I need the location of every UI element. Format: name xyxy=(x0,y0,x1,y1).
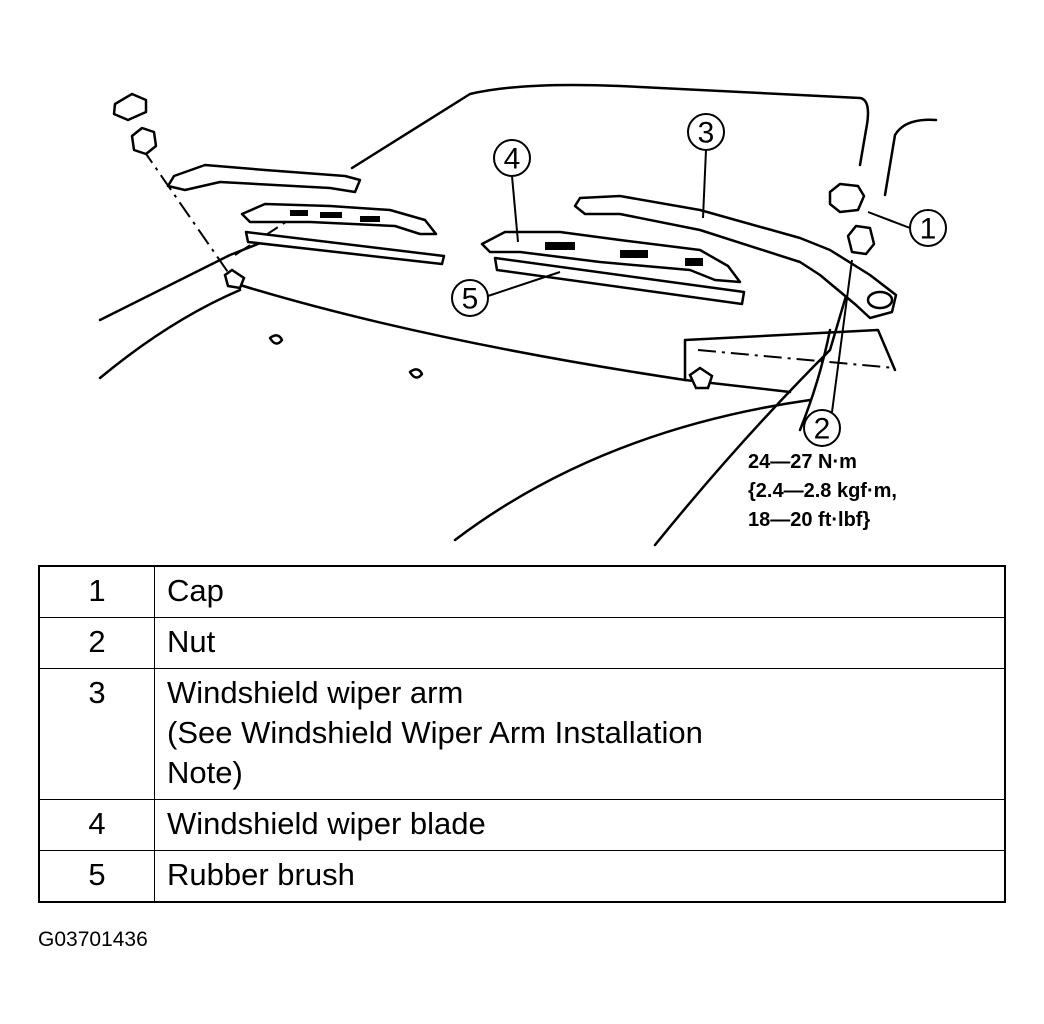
torque-line-1: 24—27 N·m xyxy=(748,451,857,473)
center-rubber-brush xyxy=(493,256,746,306)
table-row: 3 Windshield wiper arm (See Windshield Wip… xyxy=(38,668,1006,800)
left-wiper-arm xyxy=(166,163,362,194)
callout-3: 3 xyxy=(698,117,715,150)
torque-line-2: {2.4—2.8 kgf·m, xyxy=(748,480,897,502)
right-nut-icon xyxy=(846,224,876,256)
left-wiper-blade xyxy=(240,202,438,236)
table-row: 1 Cap xyxy=(38,565,1006,618)
right-stud-icon xyxy=(688,366,714,390)
part-description-line: Rubber brush xyxy=(167,857,355,892)
part-description: Windshield wiper arm (See Windshield Wipe… xyxy=(154,668,1006,800)
part-number: 4 xyxy=(38,799,155,851)
torque-spec: 24—27 N·m {2.4—2.8 kgf·m, 18—20 ft·lbf} xyxy=(748,448,897,535)
callout-circle-4 xyxy=(493,139,531,177)
callout-2: 2 xyxy=(814,413,831,446)
callout-1: 1 xyxy=(920,213,937,246)
hole-1 xyxy=(268,334,284,345)
part-description-line: (See Windshield Wiper Arm Installation xyxy=(167,715,703,750)
callout-circle-1 xyxy=(909,209,947,247)
callout-circle-5 xyxy=(451,279,489,317)
right-cap-icon xyxy=(828,182,866,214)
left-stud-icon xyxy=(223,268,246,290)
part-number: 3 xyxy=(38,668,155,800)
parts-table: 1 Cap 2 Nut 3 Windshield wiper arm (See Windsh… xyxy=(38,565,1006,903)
callout-circle-2 xyxy=(803,409,841,447)
right-wiper-arm xyxy=(573,194,898,320)
body-right-line xyxy=(798,328,832,432)
left-nut-icon xyxy=(130,126,158,156)
windshield-outline xyxy=(350,83,870,170)
part-number: 2 xyxy=(38,617,155,669)
pillar-outline xyxy=(883,118,938,197)
part-number: 5 xyxy=(38,850,155,903)
hole-2 xyxy=(408,368,424,379)
right-pivot-icon xyxy=(866,290,894,310)
part-description: Cap xyxy=(154,565,1006,618)
hood-left-line xyxy=(98,288,242,380)
part-description: Rubber brush xyxy=(154,850,1006,903)
callout-4: 4 xyxy=(504,143,521,176)
table-row: 5 Rubber brush xyxy=(38,850,1006,903)
table-row: 4 Windshield wiper blade xyxy=(38,799,1006,851)
part-description-line: Windshield wiper blade xyxy=(167,806,486,841)
part-description: Windshield wiper blade xyxy=(154,799,1006,851)
callout-circle-3 xyxy=(687,113,725,151)
cowl-lower-line xyxy=(238,283,792,394)
left-axis-line xyxy=(141,147,233,279)
figure-id: G03701436 xyxy=(38,928,148,951)
part-number: 1 xyxy=(38,565,155,618)
table-row: 2 Nut xyxy=(38,617,1006,669)
right-axis-line xyxy=(697,349,896,369)
part-description-line: Nut xyxy=(167,624,216,659)
torque-line-3: 18—20 ft·lbf} xyxy=(748,509,871,531)
cowl-panel xyxy=(683,328,897,382)
fender-line-right xyxy=(653,294,848,547)
part-description-line: Cap xyxy=(167,573,224,608)
wiper-diagram: 1 2 3 4 5 xyxy=(98,83,947,547)
fender-curve xyxy=(453,398,812,542)
part-description-line: Note) xyxy=(167,755,243,790)
left-cap-icon xyxy=(112,92,148,122)
part-description-line: Windshield wiper arm xyxy=(167,675,464,710)
callout-5: 5 xyxy=(462,283,479,316)
cowl-left-line xyxy=(98,238,270,322)
part-description: Nut xyxy=(154,617,1006,669)
left-rubber-brush xyxy=(244,230,446,266)
